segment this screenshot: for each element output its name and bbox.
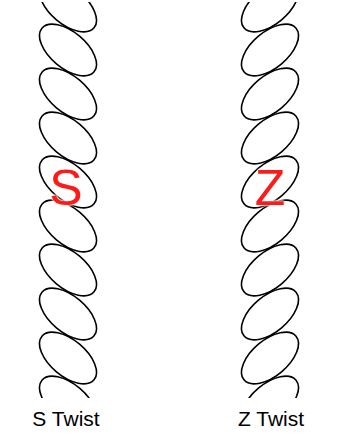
twist-letter: S xyxy=(49,163,82,213)
twist-letter: Z xyxy=(255,163,286,213)
s-twist-rope xyxy=(30,2,105,398)
rope-strand xyxy=(232,366,307,398)
ropes xyxy=(30,2,307,398)
z-twist-rope xyxy=(232,2,307,398)
caption-label: Z Twist xyxy=(238,408,304,429)
caption-label: S Twist xyxy=(32,408,99,429)
rope-strand xyxy=(30,366,105,398)
